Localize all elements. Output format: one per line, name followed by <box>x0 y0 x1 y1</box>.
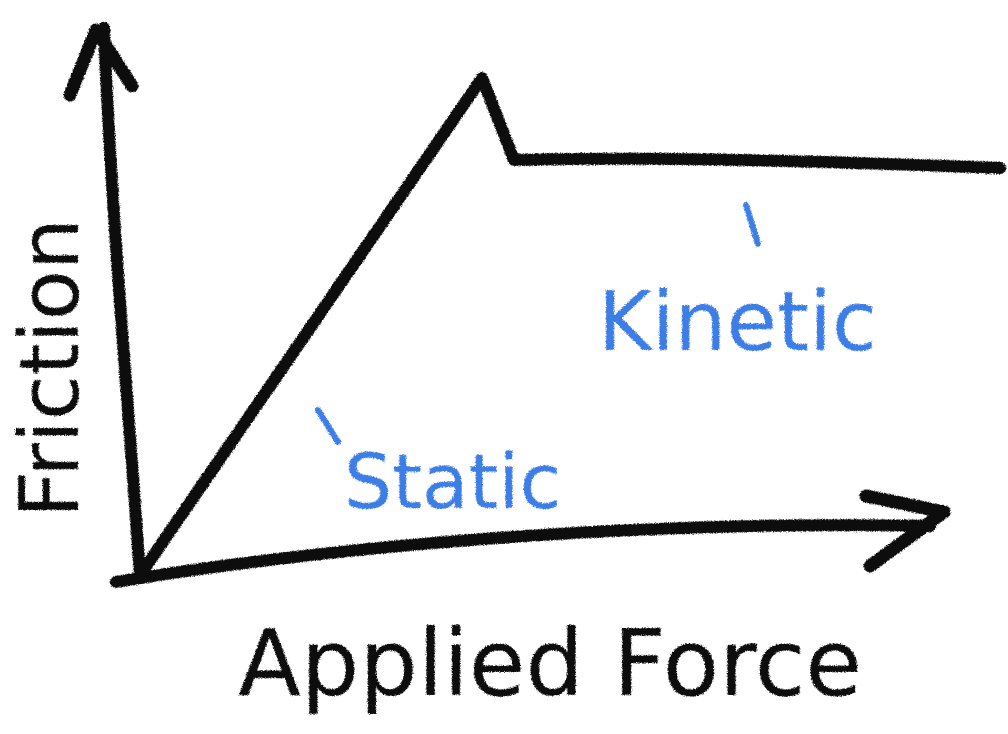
y-axis-line <box>98 22 146 584</box>
x-axis-line <box>110 519 936 588</box>
y-axis-label: Friction <box>3 218 98 518</box>
static-region-label: Static <box>344 437 561 526</box>
kinetic-region-tick <box>743 202 761 247</box>
static-region-tick <box>315 407 341 445</box>
friction-curve <box>132 72 1006 584</box>
kinetic-region-label: Kinetic <box>598 275 877 370</box>
y-axis-arrowhead <box>63 23 139 102</box>
x-axis-label: Applied Force <box>238 610 862 717</box>
x-axis-arrowhead <box>859 489 951 573</box>
